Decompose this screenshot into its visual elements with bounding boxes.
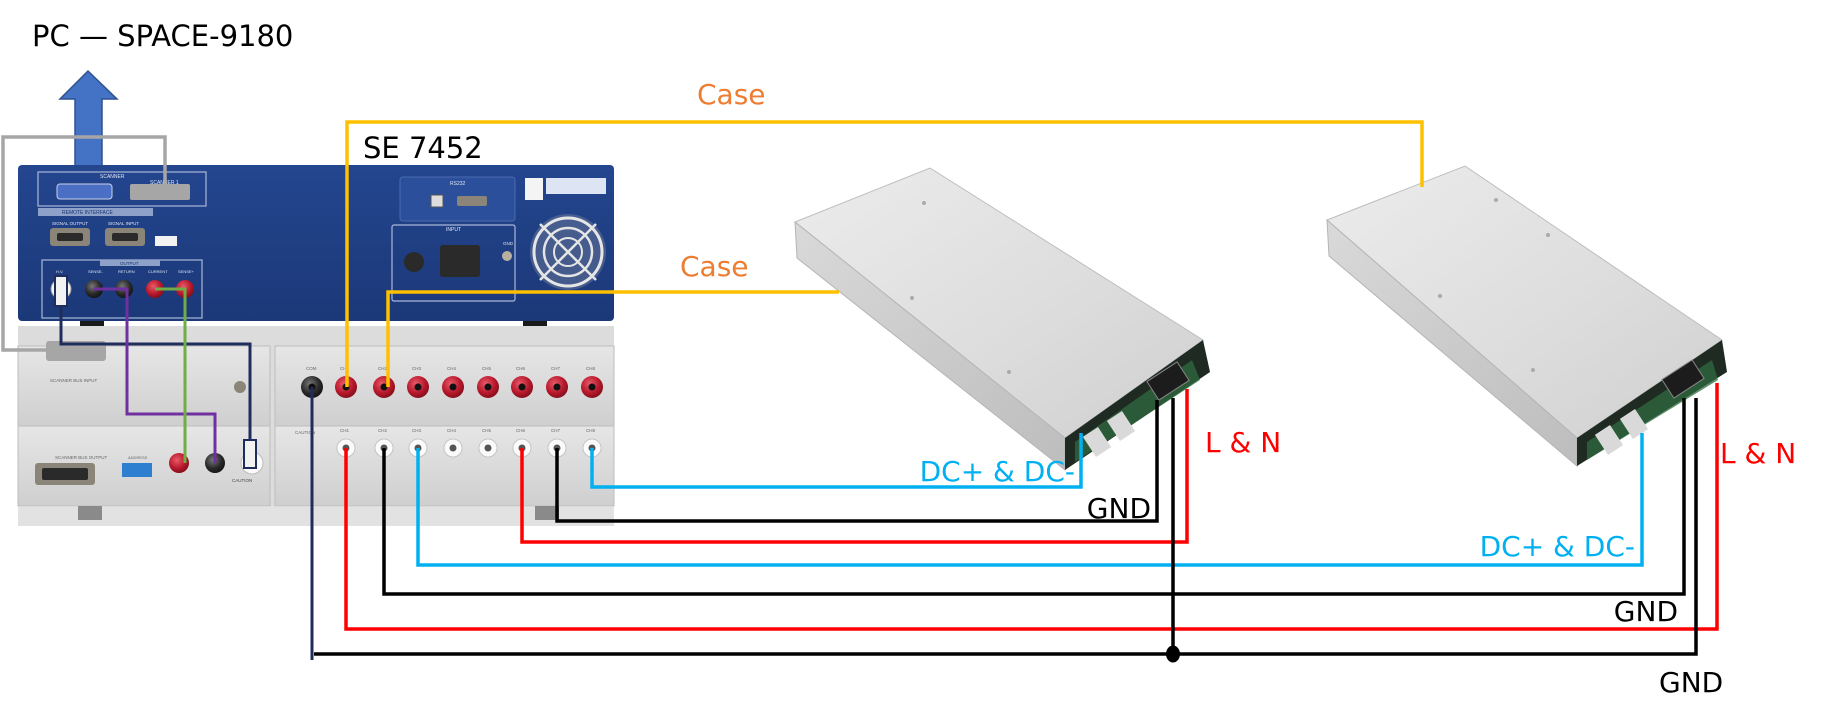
channel-label: CH2 [378, 428, 387, 433]
hv-channel-terminals [335, 376, 603, 398]
ce-label [525, 178, 543, 200]
case-label-mid: Case [680, 250, 749, 283]
terminal-hole [484, 444, 492, 452]
gnd-label-psu1: GND [1087, 492, 1151, 525]
terminal-hole [588, 383, 596, 391]
gnd-wire-psu1 [555, 400, 1159, 523]
output-text: OUTPUT [120, 261, 139, 266]
power-supply-2 [1326, 165, 1727, 468]
common-ground-bus [314, 398, 1698, 656]
address-dip-switch [122, 463, 152, 477]
power-supply-1 [794, 167, 1210, 472]
channel-label: CH6 [516, 428, 525, 433]
se7452-label: SE 7452 [363, 131, 483, 165]
power-input-module [391, 224, 516, 302]
scanner-bus-input-text: SCANNER BUS INPUT [50, 378, 98, 383]
terminal-hole [380, 383, 388, 391]
channel-label: CH5 [482, 428, 491, 433]
scanner-text: SCANNER [100, 174, 125, 180]
ln-wire-psu2 [344, 383, 1719, 631]
signal-output-text: SIGNAL OUTPUT [52, 221, 88, 226]
channel-label: CH4 [447, 366, 456, 371]
gnd-label-common: GND [1659, 666, 1723, 699]
dc-wire-psu1 [590, 433, 1083, 489]
signal-input-text: SIGNAL INPUT [108, 221, 139, 226]
scanner-bus-output-text: SCANNER BUS OUTPUT [55, 455, 108, 460]
terminal-hole [553, 383, 561, 391]
hv-link-wire [59, 305, 252, 440]
case-label-top: Case [697, 78, 766, 111]
ln-label-psu1: L & N [1205, 426, 1281, 459]
case-wire-psu1 [386, 290, 839, 387]
scanner-bus-cable [1, 135, 167, 352]
hv-plug [54, 275, 68, 307]
ground-screw [234, 381, 246, 393]
se7452-instrument: SCANNER SCANNER 1 REMOTE INTERFACE SIGNA… [18, 165, 614, 333]
channel-label: CH3 [412, 428, 421, 433]
channel-label: CH2 [378, 366, 387, 371]
gnd-text: GND [503, 241, 514, 246]
dc-label-psu2: DC+ & DC- [1480, 530, 1635, 563]
ac-inlet [440, 245, 480, 277]
sense-minus-text: SENSE- [88, 269, 104, 274]
channel-label: CH6 [516, 366, 525, 371]
caution-text: CAUTION [232, 478, 252, 483]
channel-label: CH4 [447, 428, 456, 433]
dc-label-psu1: DC+ & DC- [920, 455, 1075, 488]
terminal-hole [449, 383, 457, 391]
channel-label: CH1 [340, 428, 349, 433]
current-text: CURRENT [148, 269, 168, 274]
dc-wire-psu2 [416, 433, 1644, 567]
ln-wire-psu1 [520, 389, 1189, 544]
remote-interface-text: REMOTE INTERFACE [62, 210, 114, 216]
rs232-text: RS232 [450, 181, 466, 187]
channel-label: CH7 [551, 366, 560, 371]
channel-label: CH3 [412, 366, 421, 371]
return-channel-terminals [336, 438, 602, 458]
channel-labels-top: CH1 CH2 CH3 CH4 CH5 CH6 CH7 CH8 [340, 366, 595, 371]
terminal-hole [449, 444, 457, 452]
input-text: INPUT [446, 227, 461, 233]
terminal-hole [484, 383, 492, 391]
channel-labels-bottom: CH1 CH2 CH3 CH4 CH5 CH6 CH7 CH8 [340, 428, 595, 433]
ground-junction-dot [1166, 645, 1180, 663]
channel-label: CH1 [340, 366, 349, 371]
scanner-hv-plug [243, 439, 257, 469]
ln-label-psu2: L & N [1720, 437, 1796, 470]
address-text: ADDRESS [128, 455, 148, 460]
channel-label: CH8 [586, 366, 595, 371]
return-text: RETURN [118, 269, 135, 274]
com-text: COM [306, 366, 317, 371]
terminal-hole [518, 383, 526, 391]
current-sense-wire [155, 287, 187, 463]
scanner-bus-input-plug [46, 341, 106, 361]
scanner-connector [56, 183, 113, 200]
gnd-label-psu2: GND [1614, 595, 1678, 628]
sense-return-wire [94, 287, 217, 463]
scanner-caution-text: CAUTION [295, 430, 315, 435]
terminal-hole [414, 383, 422, 391]
gnd-wire-psu2 [382, 398, 1686, 596]
scanner-7006-instrument: SCANNER BUS INPUT SCANNER BUS OUTPUT ADD… [17, 326, 615, 526]
sense-plus-text: SENSE+ [178, 269, 195, 274]
hv-text: H.V. [56, 269, 63, 274]
fan-grille-icon [530, 214, 606, 290]
channel-label: CH8 [586, 428, 595, 433]
fuse-holder [404, 252, 424, 272]
wires [1, 120, 1719, 663]
channel-label: CH5 [482, 366, 491, 371]
case-wire-psu2 [345, 120, 1424, 387]
pc-label: PC — SPACE-9180 [32, 19, 293, 53]
channel-label: CH7 [551, 428, 560, 433]
